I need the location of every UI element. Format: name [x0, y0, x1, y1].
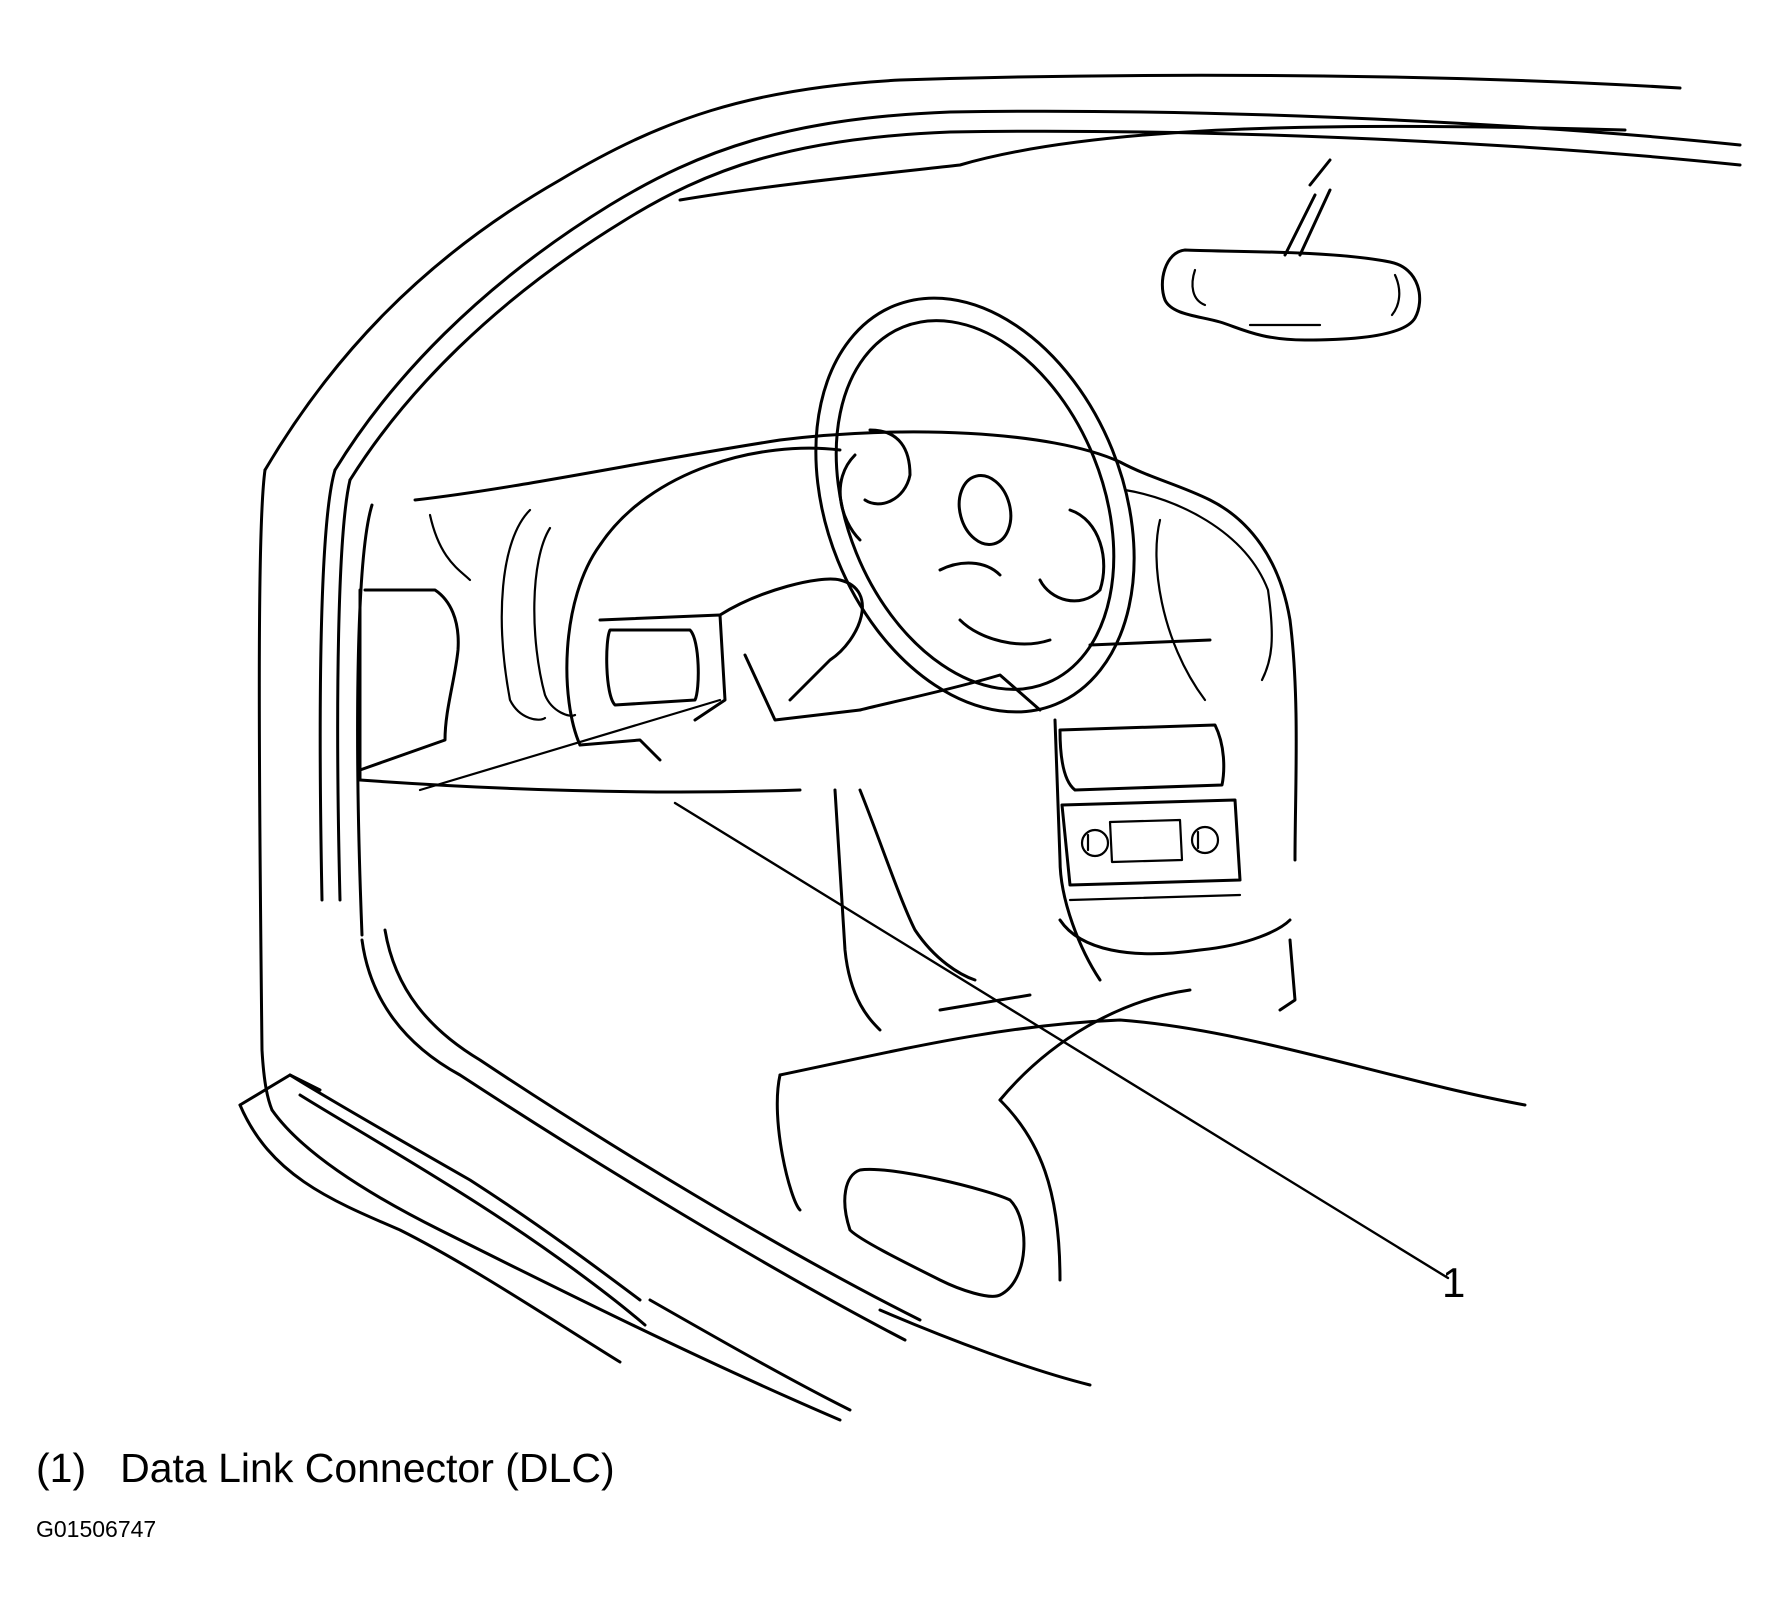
lower-dash	[833, 788, 1032, 1032]
steering-wheel	[814, 296, 1136, 714]
figure-caption: (1) Data Link Connector (DLC)	[36, 1448, 615, 1489]
figure-id: G01506747	[36, 1516, 157, 1542]
callout-number: 1	[1442, 1259, 1466, 1306]
caption-text: Data Link Connector (DLC)	[120, 1445, 615, 1491]
instrument-panel	[358, 430, 1298, 862]
roof-header-lines	[263, 73, 1742, 482]
door-frame-lines	[238, 468, 1092, 1422]
front-seat	[775, 988, 1527, 1298]
center-console	[1053, 718, 1297, 1012]
rear-view-mirror	[1160, 188, 1422, 342]
callout-leader-line	[673, 801, 1450, 1280]
caption-reference: (1)	[36, 1445, 87, 1491]
